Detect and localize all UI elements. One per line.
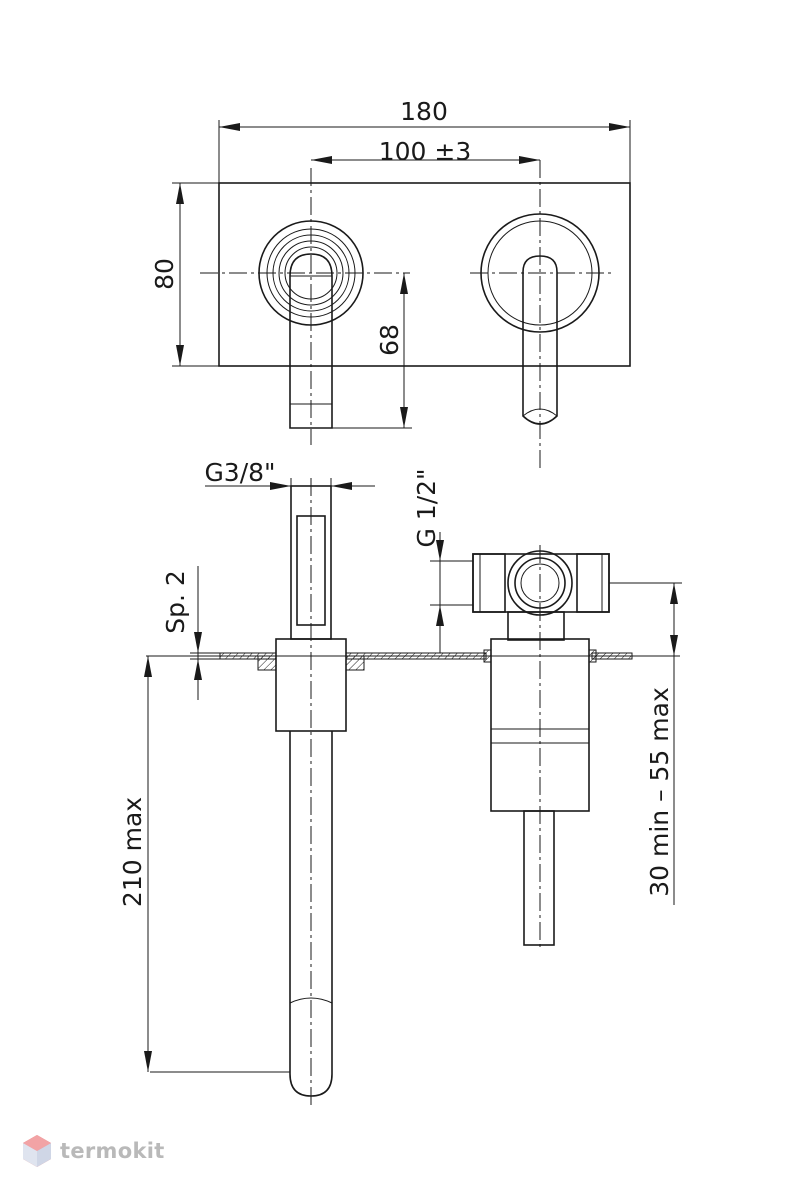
dim-spout-length: 210 max <box>118 656 152 1072</box>
dim-total-width: 180 <box>218 97 631 183</box>
section-view: G3/8" G 1/2" Sp. 2 210 max <box>118 458 682 1105</box>
dim-plate-thickness: Sp. 2 <box>161 566 220 700</box>
dim-spout-drop-label: 68 <box>375 324 404 356</box>
dim-spacing: 100 ±3 <box>311 137 540 166</box>
dim-spout-thread-label: G3/8" <box>204 458 275 487</box>
dim-spout-length-label: 210 max <box>118 797 147 907</box>
dim-spacing-label: 100 ±3 <box>379 137 472 166</box>
dim-plate-thickness-label: Sp. 2 <box>161 570 190 634</box>
dim-inlet-thread-label: G 1/2" <box>412 468 441 547</box>
dim-spout-drop: 68 <box>332 273 412 429</box>
wall-plate <box>218 182 631 367</box>
hexagon-logo-icon <box>23 1135 51 1167</box>
brand-logo-text: termokit <box>60 1139 165 1163</box>
dim-inlet-thread: G 1/2" <box>412 468 473 653</box>
dim-spout-thread: G3/8" <box>204 458 375 492</box>
front-view: 180 100 ±3 80 68 <box>150 97 631 468</box>
brand-logo: termokit <box>22 1134 165 1168</box>
spout-side <box>150 731 333 1097</box>
dim-wall-depth-label: 30 min – 55 max <box>645 687 674 897</box>
dim-plate-height: 80 <box>150 182 219 367</box>
mixer-body-section <box>472 550 610 946</box>
dim-plate-height-label: 80 <box>150 258 179 290</box>
dim-wall-depth: 30 min – 55 max <box>609 582 682 905</box>
dim-total-width-label: 180 <box>400 97 448 126</box>
